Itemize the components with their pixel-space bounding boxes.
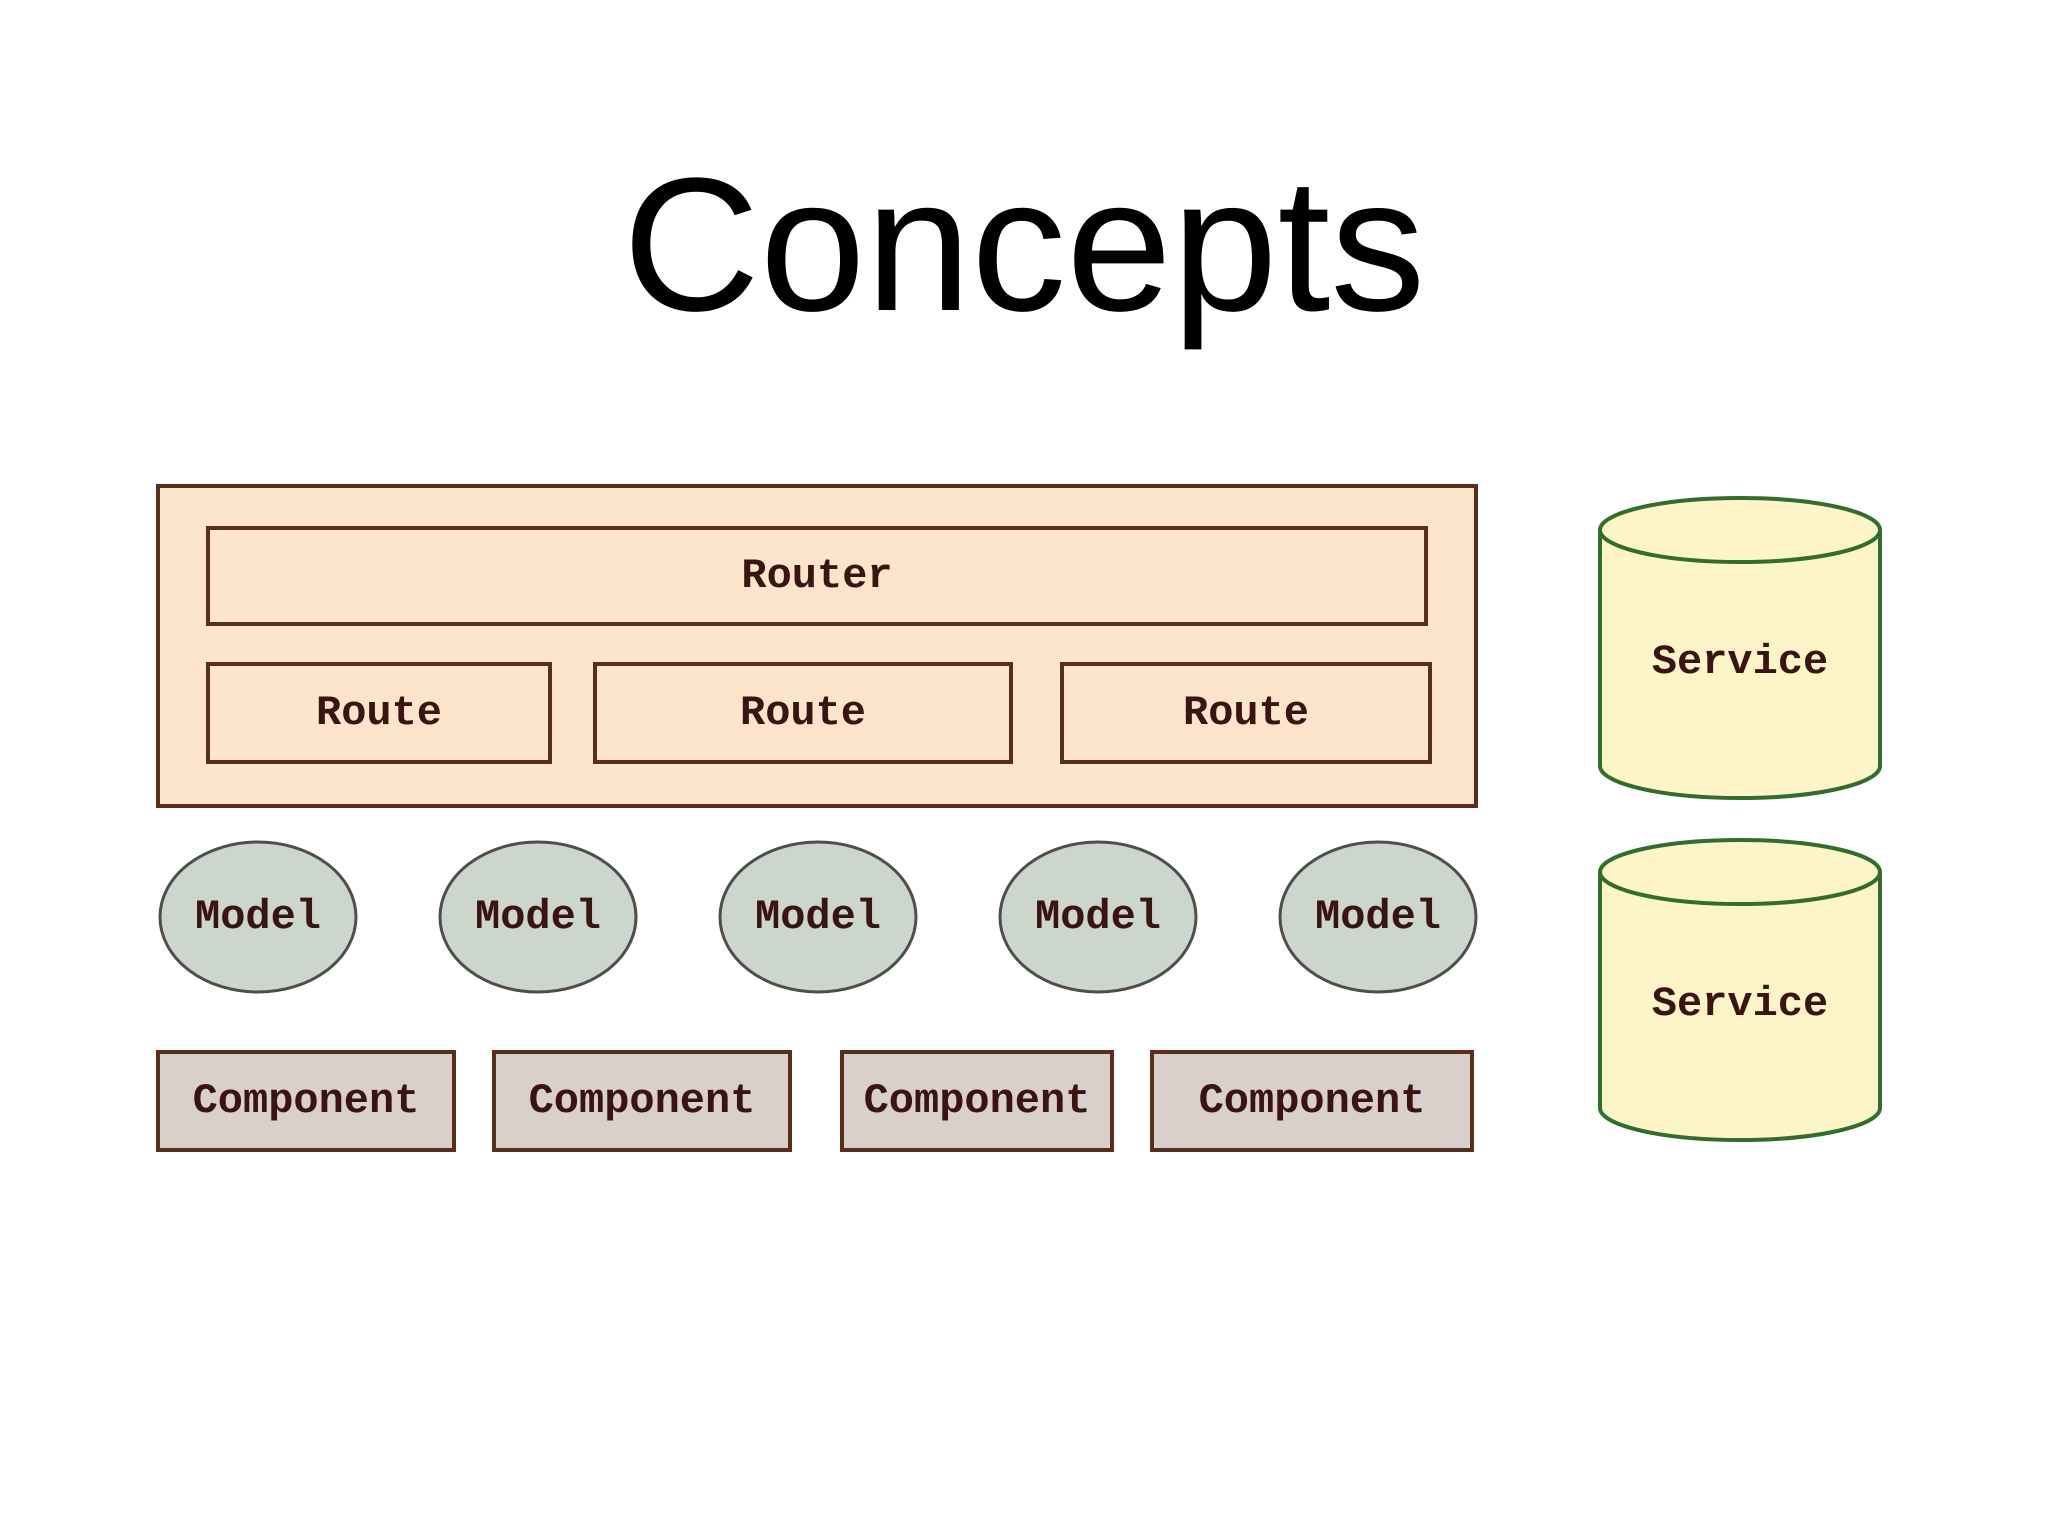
route-box: Route [593, 662, 1013, 764]
model-ellipse: Model [998, 840, 1198, 994]
model-ellipse: Model [718, 840, 918, 994]
model-ellipse: Model [438, 840, 638, 994]
component-label: Component [529, 1077, 756, 1125]
service-cylinder: Service [1598, 838, 1882, 1142]
component-label: Component [864, 1077, 1091, 1125]
model-label: Model [475, 893, 601, 941]
component-box: Component [492, 1050, 792, 1152]
router-label: Router [741, 552, 892, 600]
component-box: Component [1150, 1050, 1474, 1152]
route-label: Route [316, 689, 442, 737]
component-box: Component [840, 1050, 1114, 1152]
model-label: Model [195, 893, 321, 941]
service-cylinder: Service [1598, 496, 1882, 800]
component-label: Component [1199, 1077, 1426, 1125]
service-label: Service [1652, 638, 1828, 686]
component-label: Component [193, 1077, 420, 1125]
route-label: Route [740, 689, 866, 737]
router-box: Router [206, 526, 1428, 626]
route-label: Route [1183, 689, 1309, 737]
route-box: Route [206, 662, 552, 764]
model-label: Model [1035, 893, 1161, 941]
route-box: Route [1060, 662, 1432, 764]
model-label: Model [755, 893, 881, 941]
model-ellipse: Model [158, 840, 358, 994]
service-label: Service [1652, 980, 1828, 1028]
model-label: Model [1315, 893, 1441, 941]
model-ellipse: Model [1278, 840, 1478, 994]
slide-title: Concepts [622, 139, 1426, 351]
component-box: Component [156, 1050, 456, 1152]
